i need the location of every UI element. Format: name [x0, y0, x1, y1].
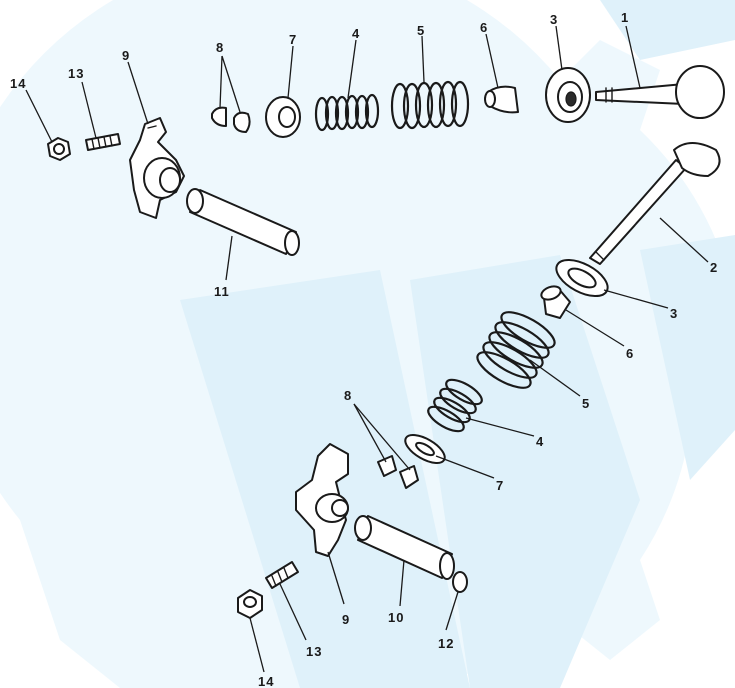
- valve-seat: [555, 258, 609, 298]
- callout-13-bottom: 13: [306, 644, 322, 659]
- callout-10-bottom: 10: [388, 610, 404, 625]
- watermark-top-band: [600, 0, 735, 60]
- callout-7-top: 7: [289, 32, 297, 47]
- callout-3-top: 3: [550, 12, 558, 27]
- callout-4-top: 4: [352, 26, 360, 41]
- inner-spring: [314, 93, 380, 132]
- bottom-leaders: [249, 217, 709, 673]
- callout-7-bottom: 7: [496, 478, 504, 493]
- callout-1-top: 1: [621, 10, 629, 25]
- callout-2-bottom: 2: [710, 260, 718, 275]
- watermark-w-right: [640, 235, 735, 480]
- rocker-arm: [295, 443, 349, 557]
- callout-8-bottom: 8: [344, 388, 352, 403]
- valve-cotters: [211, 106, 251, 133]
- adjusting-screw: [85, 133, 121, 151]
- callout-3-bottom: 3: [670, 306, 678, 321]
- callout-6-top: 6: [480, 20, 488, 35]
- callout-5-top: 5: [417, 23, 425, 38]
- valve-seat: [545, 67, 591, 123]
- bottom-assembly: 2 3 6 5 4 7 8 9 10 12 13 14: [237, 142, 721, 688]
- rocker-arm: [129, 117, 185, 219]
- spring-retainer: [404, 434, 446, 464]
- inner-spring: [427, 378, 483, 433]
- callout-14-top: 14: [10, 76, 26, 91]
- callout-9-top: 9: [122, 48, 130, 63]
- callout-14-bottom: 14: [258, 674, 274, 688]
- callout-12-bottom: 12: [438, 636, 454, 651]
- adjusting-screw: [265, 561, 299, 589]
- top-leaders: [25, 25, 641, 281]
- valve-cotters: [377, 455, 419, 489]
- locknut: [237, 589, 263, 619]
- callout-6-bottom: 6: [626, 346, 634, 361]
- valve-stem-seal: [484, 85, 519, 114]
- valve-stem-seal: [540, 285, 571, 319]
- outer-spring: [476, 311, 556, 389]
- callout-4-bottom: 4: [536, 434, 544, 449]
- locknut: [47, 137, 71, 161]
- spring-retainer: [265, 96, 301, 138]
- callout-8-top: 8: [216, 40, 224, 55]
- callout-5-bottom: 5: [582, 396, 590, 411]
- o-ring: [452, 571, 468, 593]
- top-assembly: 1 3 6 5 4 7 8 9 13 14 11: [10, 10, 725, 299]
- outer-spring: [390, 80, 470, 130]
- valve-exhaust: [589, 142, 721, 265]
- rocker-shaft: [186, 188, 300, 256]
- valve-intake: [595, 65, 725, 119]
- callout-13-top: 13: [68, 66, 84, 81]
- rocker-shaft: [354, 515, 455, 580]
- callout-9-bottom: 9: [342, 612, 350, 627]
- callout-11-top: 11: [214, 284, 230, 299]
